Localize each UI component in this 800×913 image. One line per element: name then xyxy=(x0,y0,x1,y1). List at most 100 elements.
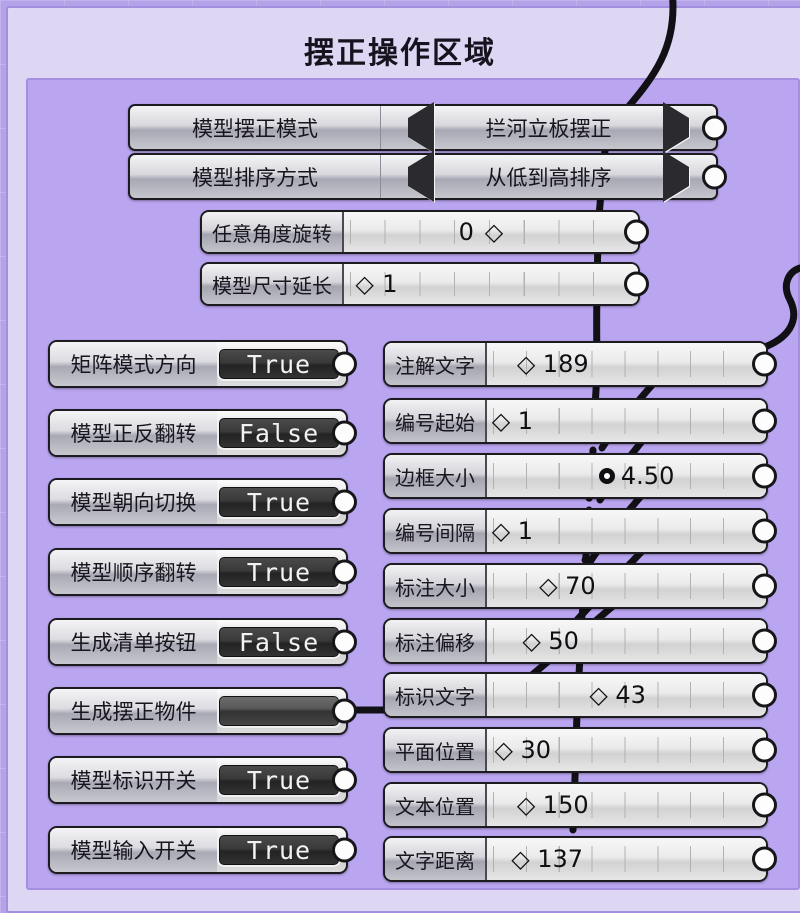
slider-track[interactable]: ◇ 50 xyxy=(487,620,766,662)
value-list-label: 模型排序方式 xyxy=(130,155,381,198)
slider-handle-diamond[interactable]: ◇ xyxy=(494,736,513,764)
slider-handle-diamond[interactable]: ◇ xyxy=(522,627,541,655)
slider-track[interactable]: ◇ 43 xyxy=(487,674,766,716)
slider-track[interactable]: 4.50 xyxy=(487,455,766,497)
slider-ticks xyxy=(493,528,756,544)
toggle-value[interactable]: False xyxy=(217,625,341,659)
prev-value-button[interactable] xyxy=(381,102,461,153)
prev-value-button[interactable] xyxy=(381,151,461,202)
output-port[interactable] xyxy=(752,737,777,763)
output-port[interactable] xyxy=(752,792,777,818)
slider-number-interval[interactable]: 编号间隔 ◇ 1 xyxy=(383,508,777,554)
slider-value: 137 xyxy=(537,845,584,873)
button-value[interactable] xyxy=(217,694,341,728)
slider-track[interactable]: ◇ 1 xyxy=(487,400,766,442)
slider-track[interactable]: ◇ 189 xyxy=(487,343,766,385)
slider-handle-diamond[interactable]: ◇ xyxy=(355,270,374,298)
value-list-value: 拦河立板摆正 xyxy=(485,116,612,141)
output-port[interactable] xyxy=(752,351,777,377)
output-port[interactable] xyxy=(752,408,777,434)
slider-label: 文本位置 xyxy=(385,784,487,826)
slider-size-extend[interactable]: 模型尺寸延长 ◇ 1 xyxy=(200,262,649,306)
slider-label: 模型尺寸延长 xyxy=(202,264,344,304)
output-port[interactable] xyxy=(332,698,357,724)
toggle-label: 生成清单按钮 xyxy=(50,620,217,664)
output-port[interactable] xyxy=(752,682,777,708)
toggle-value[interactable]: True xyxy=(217,763,341,797)
toggle-model-flip[interactable]: 模型正反翻转 False xyxy=(48,409,357,457)
slider-label: 标注偏移 xyxy=(385,620,487,662)
slider-border-size[interactable]: 边框大小 4.50 xyxy=(383,453,777,499)
slider-track[interactable]: ◇ 137 xyxy=(487,838,766,880)
slider-label: 注解文字 xyxy=(385,343,487,385)
slider-track[interactable]: ◇ 1 xyxy=(344,264,638,304)
slider-track[interactable]: ◇ 70 xyxy=(487,565,766,607)
toggle-model-input[interactable]: 模型输入开关 True xyxy=(48,826,357,874)
slider-handle-diamond[interactable]: ◇ xyxy=(491,407,511,435)
toggle-matrix-direction[interactable]: 矩阵模式方向 True xyxy=(48,340,357,388)
output-port[interactable] xyxy=(332,489,357,515)
toggle-value[interactable]: True xyxy=(217,485,341,519)
toggle-value[interactable]: True xyxy=(217,347,341,381)
slider-id-text[interactable]: 标识文字 ◇ 43 xyxy=(383,672,777,718)
toggle-label: 模型朝向切换 xyxy=(50,480,217,524)
output-port[interactable] xyxy=(702,115,727,140)
slider-handle-diamond[interactable]: ◇ xyxy=(589,681,608,709)
output-port[interactable] xyxy=(332,837,357,863)
slider-handle-diamond[interactable]: ◇ xyxy=(516,791,536,819)
slider-ticks xyxy=(493,638,756,654)
output-port[interactable] xyxy=(752,573,777,599)
slider-label: 标注大小 xyxy=(385,565,487,607)
output-port[interactable] xyxy=(752,628,777,654)
slider-number-start[interactable]: 编号起始 ◇ 1 xyxy=(383,398,777,444)
toggle-value[interactable]: True xyxy=(217,555,341,589)
output-port[interactable] xyxy=(752,518,777,544)
slider-handle-diamond[interactable]: ◇ xyxy=(511,845,530,873)
slider-ticks xyxy=(493,802,756,818)
toggle-model-tag[interactable]: 模型标识开关 True xyxy=(48,756,357,804)
slider-handle-circle[interactable] xyxy=(598,468,615,484)
slider-rotate-angle[interactable]: 任意角度旋转 0 ◇ xyxy=(200,210,649,254)
slider-track[interactable]: ◇ 1 xyxy=(487,510,766,552)
output-port[interactable] xyxy=(752,846,777,872)
triangle-left-icon xyxy=(408,151,434,202)
toggle-label: 模型输入开关 xyxy=(50,828,217,872)
output-port[interactable] xyxy=(332,420,357,446)
toggle-generate-list[interactable]: 生成清单按钮 False xyxy=(48,618,357,666)
output-port[interactable] xyxy=(332,767,357,793)
slider-handle-diamond[interactable]: ◇ xyxy=(491,517,511,545)
slider-text-position[interactable]: 文本位置 ◇ 150 xyxy=(383,782,777,828)
slider-value: 30 xyxy=(520,736,552,764)
output-port[interactable] xyxy=(752,463,777,489)
slider-handle-diamond[interactable]: ◇ xyxy=(484,218,504,246)
value-list-1[interactable]: 模型排序方式 从低到高排序 xyxy=(128,151,727,202)
slider-dimension-offset[interactable]: 标注偏移 ◇ 50 xyxy=(383,618,777,664)
slider-plane-position[interactable]: 平面位置 ◇ 30 xyxy=(383,727,777,773)
slider-annotation-text[interactable]: 注解文字 ◇ 189 xyxy=(383,341,777,387)
output-port[interactable] xyxy=(624,219,649,245)
output-port[interactable] xyxy=(332,559,357,585)
toggle-value[interactable]: True xyxy=(217,833,341,867)
button-generate-object[interactable]: 生成摆正物件 xyxy=(48,687,357,735)
slider-label: 标识文字 xyxy=(385,674,487,716)
output-port[interactable] xyxy=(332,629,357,655)
toggle-value[interactable]: False xyxy=(217,416,341,450)
slider-track[interactable]: ◇ 30 xyxy=(487,729,766,771)
value-list-0[interactable]: 模型摆正模式 拦河立板摆正 xyxy=(128,102,727,153)
slider-label: 边框大小 xyxy=(385,455,487,497)
slider-label: 编号起始 xyxy=(385,400,487,442)
slider-ticks xyxy=(493,418,756,434)
slider-ticks xyxy=(493,692,756,708)
slider-track[interactable]: 0 ◇ xyxy=(344,212,638,252)
toggle-orientation-switch[interactable]: 模型朝向切换 True xyxy=(48,478,357,526)
output-port[interactable] xyxy=(332,351,357,377)
slider-text-distance[interactable]: 文字距离 ◇ 137 xyxy=(383,836,777,882)
slider-dimension-size[interactable]: 标注大小 ◇ 70 xyxy=(383,563,777,609)
output-port[interactable] xyxy=(624,271,649,297)
toggle-order-flip[interactable]: 模型顺序翻转 True xyxy=(48,548,357,596)
slider-handle-diamond[interactable]: ◇ xyxy=(539,572,558,600)
slider-track[interactable]: ◇ 150 xyxy=(487,784,766,826)
slider-handle-diamond[interactable]: ◇ xyxy=(516,350,536,378)
output-port[interactable] xyxy=(702,164,727,189)
